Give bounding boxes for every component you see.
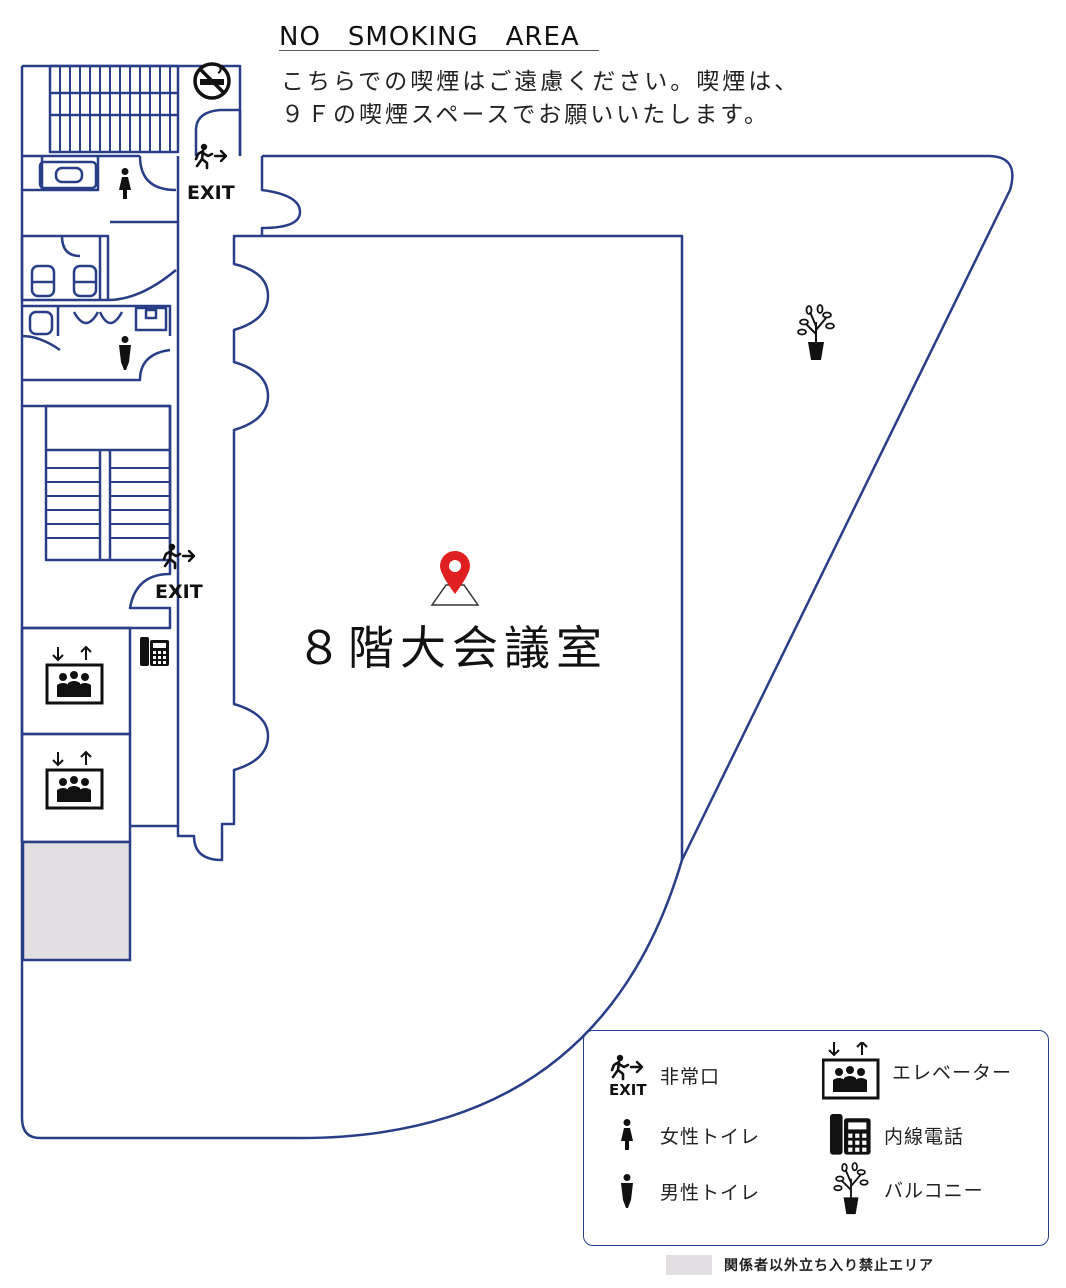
legend-label-exit: 非常口	[660, 1065, 721, 1088]
legend-item-womens-toilet: 女性トイレ	[614, 1111, 760, 1159]
legend-label-balcony: バルコニー	[884, 1179, 984, 1202]
legend-item-elevator: エレベーター	[822, 1042, 1013, 1100]
restricted-swatch	[666, 1255, 712, 1275]
elevator-icon	[822, 1042, 880, 1100]
exit-label-top: EXIT	[187, 182, 235, 204]
exit-label-middle: EXIT	[155, 581, 203, 603]
room-name: ８階大会議室	[296, 621, 608, 675]
womens-toilet-icon	[621, 1119, 633, 1150]
legend-label-phone: 内線電話	[884, 1125, 965, 1148]
elevator-icon	[45, 645, 104, 705]
top-staircase	[48, 64, 180, 154]
restricted-label: 関係者以外立ち入り禁止エリア	[724, 1258, 934, 1274]
no-smoking-notice: こちらでの喫煙はご遠慮ください。喫煙は、 ９Ｆの喫煙スペースでお願いいたします。	[281, 66, 881, 132]
middle-staircase	[44, 404, 172, 562]
mens-toilet-icon	[621, 1174, 633, 1208]
restricted-area	[21, 840, 132, 962]
legend: EXIT 非常口 エレベーター 女性トイレ 内線電話 男性トイレ バルコニー	[583, 1030, 1049, 1246]
legend-exit-text: EXIT	[609, 1081, 647, 1099]
no-smoking-icon	[193, 62, 231, 100]
location-marker-icon	[430, 551, 480, 606]
womens-toilet-icon	[119, 168, 131, 199]
extension-phone-icon	[830, 1114, 871, 1155]
legend-label-mens-toilet: 男性トイレ	[660, 1181, 761, 1204]
emergency-exit-icon: EXIT	[609, 1054, 647, 1099]
balcony-plant-icon	[833, 1162, 869, 1216]
legend-label-womens-toilet: 女性トイレ	[660, 1125, 761, 1148]
notice-line-2: ９Ｆの喫煙スペースでお願いいたします。	[281, 102, 770, 128]
legend-item-balcony: バルコニー	[830, 1162, 984, 1216]
emergency-exit-icon	[194, 142, 228, 170]
outer-wall	[20, 66, 1014, 1140]
legend-item-phone: 内線電話	[830, 1111, 964, 1159]
legend-item-exit: EXIT 非常口	[608, 1051, 720, 1099]
notice-line-1: こちらでの喫煙はご遠慮ください。喫煙は、	[281, 69, 801, 95]
legend-item-mens-toilet: 男性トイレ	[614, 1167, 760, 1215]
extension-phone-icon	[140, 637, 169, 666]
balcony-plant-icon	[797, 304, 835, 361]
no-smoking-title: NO SMOKING AREA	[279, 16, 599, 52]
mens-toilet-icon	[119, 336, 131, 370]
restricted-area-key: 関係者以外立ち入り禁止エリア	[666, 1254, 976, 1276]
elevator-icon	[45, 750, 104, 810]
legend-label-elevator: エレベーター	[892, 1061, 1013, 1084]
